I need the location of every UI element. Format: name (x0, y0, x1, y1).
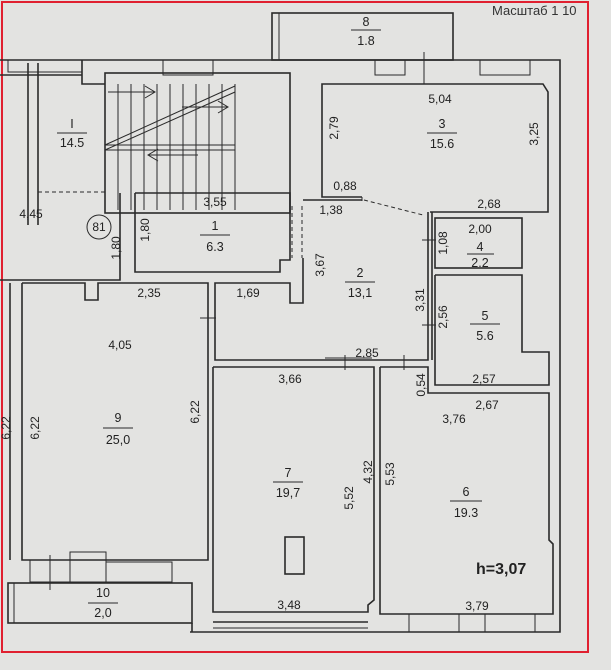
svg-text:3: 3 (439, 117, 446, 131)
svg-text:2,00: 2,00 (468, 222, 492, 236)
svg-text:2,57: 2,57 (472, 372, 496, 386)
room-5-label: 55.6 (470, 309, 500, 343)
svg-text:19,7: 19,7 (276, 486, 300, 500)
room-4-label: 42.2 (467, 240, 494, 270)
svg-text:2,56: 2,56 (436, 305, 450, 329)
svg-text:1,38: 1,38 (319, 203, 343, 217)
room-9-label: 925,0 (103, 411, 133, 447)
svg-text:13,1: 13,1 (348, 286, 372, 300)
svg-text:19.3: 19.3 (454, 506, 478, 520)
svg-text:3,31: 3,31 (413, 288, 427, 312)
svg-text:9: 9 (115, 411, 122, 425)
svg-text:8: 8 (363, 15, 370, 29)
axis-marker: 81 (86, 214, 112, 240)
svg-text:2,68: 2,68 (477, 197, 501, 211)
svg-text:1.8: 1.8 (357, 34, 374, 48)
svg-text:1: 1 (212, 219, 219, 233)
svg-text:0,54: 0,54 (414, 373, 428, 397)
scale-label: Масштаб 1 10 (492, 3, 577, 18)
svg-text:25,0: 25,0 (106, 433, 130, 447)
svg-text:2.2: 2.2 (471, 256, 488, 270)
svg-text:7: 7 (285, 466, 292, 480)
svg-text:5,52: 5,52 (342, 486, 356, 510)
svg-text:3,79: 3,79 (465, 599, 489, 613)
svg-text:4: 4 (477, 240, 484, 254)
room-8-label: 81.8 (351, 15, 381, 48)
svg-text:3,48: 3,48 (277, 598, 301, 612)
svg-text:1,80: 1,80 (109, 236, 123, 260)
svg-text:2: 2 (357, 266, 364, 280)
room-1-label: 16.3 (200, 219, 230, 254)
svg-text:6,22: 6,22 (28, 416, 42, 440)
svg-text:4,32: 4,32 (361, 460, 375, 484)
svg-text:6,22: 6,22 (188, 400, 202, 424)
room-7-label: 719,7 (273, 466, 303, 500)
svg-text:2,67: 2,67 (475, 398, 499, 412)
svg-text:4,05: 4,05 (108, 338, 132, 352)
svg-text:5: 5 (482, 309, 489, 323)
svg-text:5,53: 5,53 (383, 462, 397, 486)
svg-text:1,69: 1,69 (236, 286, 260, 300)
room-3-label: 315.6 (427, 117, 457, 151)
svg-text:0,88: 0,88 (333, 179, 357, 193)
svg-text:2,35: 2,35 (137, 286, 161, 300)
stair-arrows (108, 85, 229, 162)
svg-text:3,25: 3,25 (527, 122, 541, 146)
svg-text:3,66: 3,66 (278, 372, 302, 386)
svg-text:10: 10 (96, 586, 110, 600)
svg-text:15.6: 15.6 (430, 137, 454, 151)
svg-text:3,76: 3,76 (442, 412, 466, 426)
svg-text:6,22: 6,22 (0, 416, 13, 440)
ceiling-height-label: h=3,07 (476, 561, 526, 578)
selection-border (1, 1, 589, 653)
svg-text:I: I (70, 117, 73, 131)
svg-text:6.3: 6.3 (206, 240, 223, 254)
svg-text:5.6: 5.6 (476, 329, 493, 343)
room-2-label: 213,1 (345, 266, 375, 300)
svg-text:3,67: 3,67 (313, 253, 327, 277)
svg-text:2,85: 2,85 (355, 346, 379, 360)
svg-text:1,08: 1,08 (436, 231, 450, 255)
svg-text:5,04: 5,04 (428, 92, 452, 106)
svg-text:1,80: 1,80 (138, 218, 152, 242)
svg-text:3,55: 3,55 (203, 195, 227, 209)
svg-text:4,45: 4,45 (19, 207, 43, 221)
room-10-label: 102,0 (88, 586, 118, 620)
svg-text:2,0: 2,0 (94, 606, 111, 620)
room-labels: I14.5 16.3 213,1 315.6 42.2 55.6 619.3 7… (57, 15, 500, 620)
svg-text:2,79: 2,79 (327, 116, 341, 140)
room-6-label: 619.3 (450, 485, 482, 520)
svg-text:14.5: 14.5 (60, 136, 84, 150)
svg-text:81: 81 (92, 220, 106, 234)
dimension-labels: 4,45 1,80 1,80 3,55 1,38 0,88 2,79 5,04 … (0, 92, 541, 613)
walls (0, 12, 561, 633)
room-I-label: I 14.5 (57, 117, 87, 150)
svg-text:6: 6 (463, 485, 470, 499)
